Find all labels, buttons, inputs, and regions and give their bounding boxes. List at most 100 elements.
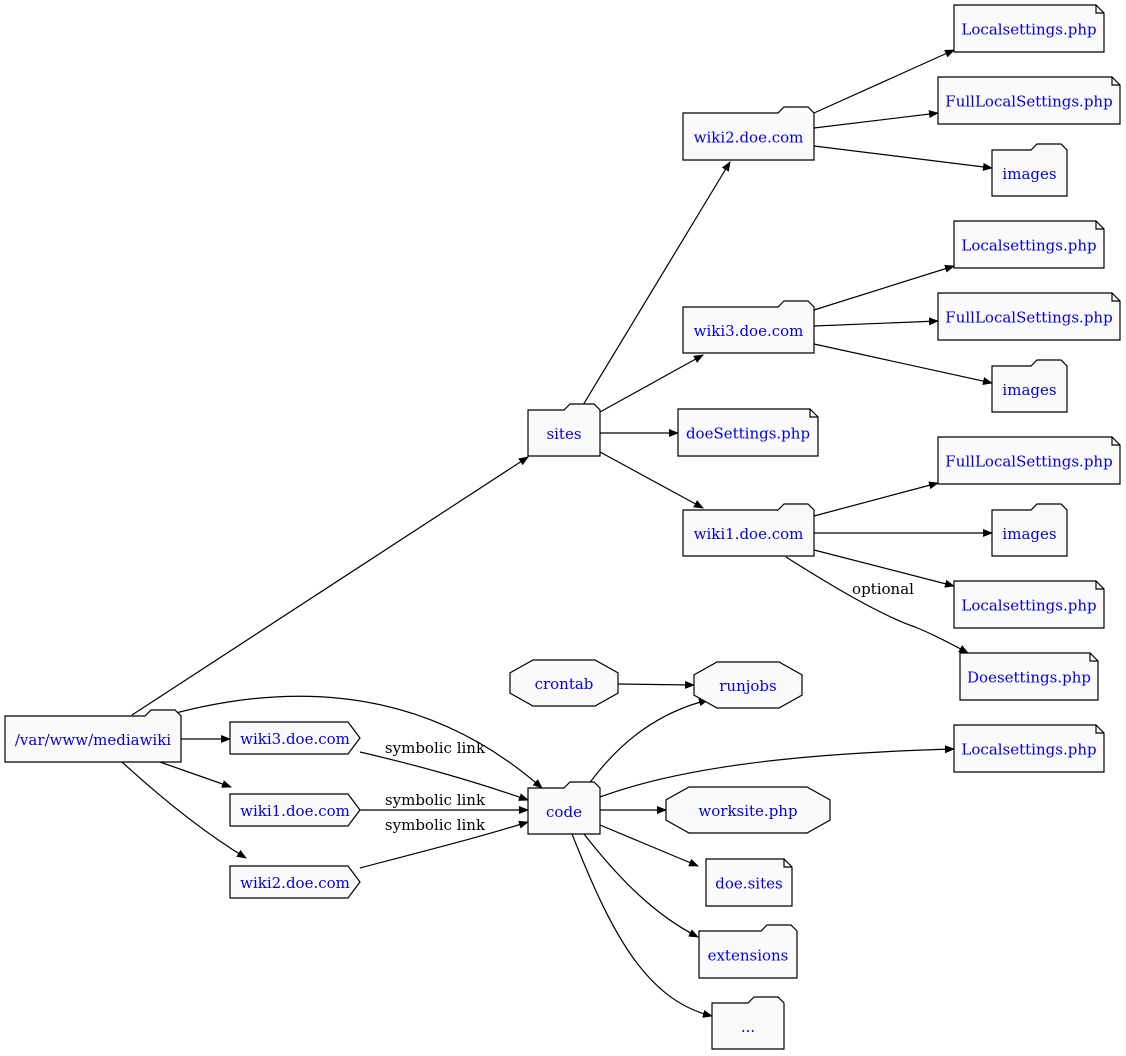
edge-wiki2_dir-to-w2_full <box>813 110 939 129</box>
edge-code-to-ellipsis <box>571 833 713 1018</box>
octagon-shape-icon <box>693 661 803 709</box>
edge-label-wiki1_dir-to-w1_doesettings: optional <box>852 580 914 598</box>
node-sites[interactable]: sites <box>527 403 601 457</box>
edge-wiki1_dir-to-w1_full <box>813 481 939 517</box>
folder-shape-icon <box>682 503 815 557</box>
folder-shape-icon <box>4 709 182 763</box>
folder-shape-icon <box>698 924 798 979</box>
node-runjobs[interactable]: runjobs <box>693 661 803 709</box>
edge-label-link_wiki3-to-code: symbolic link <box>385 739 486 757</box>
node-wiki1-dir[interactable]: wiki1.doe.com <box>682 503 815 557</box>
node-label: worksite.php <box>698 802 797 820</box>
node-link-wiki2[interactable]: wiki2.doe.com <box>229 865 361 899</box>
node-w2-local[interactable]: Localsettings.php <box>953 4 1105 53</box>
edge-label-link_wiki1-to-code: symbolic link <box>385 791 486 809</box>
edge-link_wiki2-to-code <box>359 820 529 869</box>
note-shape-icon <box>705 858 793 907</box>
folder-shape-icon <box>527 781 601 835</box>
node-extensions[interactable]: extensions <box>698 924 798 979</box>
node-w1-local[interactable]: Localsettings.php <box>953 580 1105 629</box>
node-w2-full[interactable]: FullLocalSettings.php <box>937 76 1121 125</box>
node-label: images <box>1002 381 1056 399</box>
node-w2-images[interactable]: images <box>991 143 1068 197</box>
folder-shape-icon <box>991 503 1068 557</box>
node-label: images <box>1002 525 1056 543</box>
node-crontab[interactable]: crontab <box>509 659 619 707</box>
edge-mediawiki-to-link_wiki1 <box>159 761 232 788</box>
edge-code-to-doe_sites <box>599 824 699 867</box>
folder-shape-icon <box>991 143 1068 197</box>
node-doe-sites[interactable]: doe.sites <box>705 858 793 907</box>
node-label: wiki2.doe.com <box>240 874 350 892</box>
edge-sites-to-wiki2_dir <box>579 161 731 411</box>
node-label: Doesettings.php <box>967 669 1091 687</box>
octagon-shape-icon <box>509 659 619 707</box>
node-w1-full[interactable]: FullLocalSettings.php <box>937 436 1121 485</box>
note-shape-icon <box>937 76 1121 125</box>
note-shape-icon <box>953 724 1105 773</box>
node-label: doe.sites <box>715 875 782 893</box>
edge-wiki1_dir-to-w1_local <box>813 549 955 588</box>
folder-shape-icon <box>711 996 785 1050</box>
folder-shape-icon <box>991 359 1068 413</box>
node-link-wiki3[interactable]: wiki3.doe.com <box>229 721 361 755</box>
note-shape-icon <box>937 292 1121 341</box>
node-label: wiki3.doe.com <box>694 322 804 340</box>
node-label: ... <box>741 1018 755 1036</box>
node-label: sites <box>546 425 581 443</box>
note-shape-icon <box>677 408 819 457</box>
edge-wiki3_dir-to-w3_full <box>813 317 939 327</box>
folder-shape-icon <box>682 300 815 354</box>
node-doesettings[interactable]: doeSettings.php <box>677 408 819 457</box>
edge-sites-to-wiki3_dir <box>599 354 704 413</box>
edge-label-link_wiki2-to-code: symbolic link <box>385 816 486 834</box>
node-label: wiki3.doe.com <box>240 730 350 748</box>
edge-mediawiki-to-sites <box>131 456 529 716</box>
node-label: runjobs <box>719 677 776 695</box>
node-ellipsis[interactable]: ... <box>711 996 785 1050</box>
node-label: FullLocalSettings.php <box>945 309 1112 327</box>
node-label: extensions <box>708 947 789 965</box>
edge-sites-to-wiki1_dir <box>599 451 704 509</box>
note-shape-icon <box>937 436 1121 485</box>
cds-shape-icon <box>229 721 361 755</box>
edge-mediawiki-to-code <box>171 695 543 789</box>
edge-code-to-extensions <box>583 833 699 938</box>
edge-mediawiki-to-link_wiki2 <box>121 761 247 859</box>
edge-wiki3_dir-to-w3_images <box>813 343 993 385</box>
folder-shape-icon <box>527 403 601 457</box>
note-shape-icon <box>959 652 1099 701</box>
edges-layer <box>121 49 993 1018</box>
node-label: crontab <box>535 675 594 693</box>
note-shape-icon <box>953 220 1105 269</box>
node-code[interactable]: code <box>527 781 601 835</box>
node-label: images <box>1002 165 1056 183</box>
node-label: Localsettings.php <box>961 237 1096 255</box>
node-label: wiki1.doe.com <box>694 525 804 543</box>
node-wiki3-dir[interactable]: wiki3.doe.com <box>682 300 815 354</box>
node-w1-doesettings[interactable]: Doesettings.php <box>959 652 1099 701</box>
octagon-shape-icon <box>665 786 831 834</box>
folder-shape-icon <box>682 106 815 161</box>
node-wiki2-dir[interactable]: wiki2.doe.com <box>682 106 815 161</box>
node-label: Localsettings.php <box>961 21 1096 39</box>
node-label: wiki2.doe.com <box>694 129 804 147</box>
node-code-local[interactable]: Localsettings.php <box>953 724 1105 773</box>
node-link-wiki1[interactable]: wiki1.doe.com <box>229 793 361 827</box>
node-w3-full[interactable]: FullLocalSettings.php <box>937 292 1121 341</box>
node-w1-images[interactable]: images <box>991 503 1068 557</box>
node-mediawiki[interactable]: /var/www/mediawiki <box>4 709 182 763</box>
note-shape-icon <box>953 580 1105 629</box>
node-worksite[interactable]: worksite.php <box>665 786 831 834</box>
node-label: /var/www/mediawiki <box>15 731 171 749</box>
node-label: Localsettings.php <box>961 597 1096 615</box>
cds-shape-icon <box>229 793 361 827</box>
node-w3-local[interactable]: Localsettings.php <box>953 220 1105 269</box>
node-label: wiki1.doe.com <box>240 802 350 820</box>
node-w3-images[interactable]: images <box>991 359 1068 413</box>
note-shape-icon <box>953 4 1105 53</box>
node-label: FullLocalSettings.php <box>945 93 1112 111</box>
edge-wiki2_dir-to-w2_local <box>813 49 955 114</box>
edge-wiki3_dir-to-w3_local <box>813 264 955 311</box>
